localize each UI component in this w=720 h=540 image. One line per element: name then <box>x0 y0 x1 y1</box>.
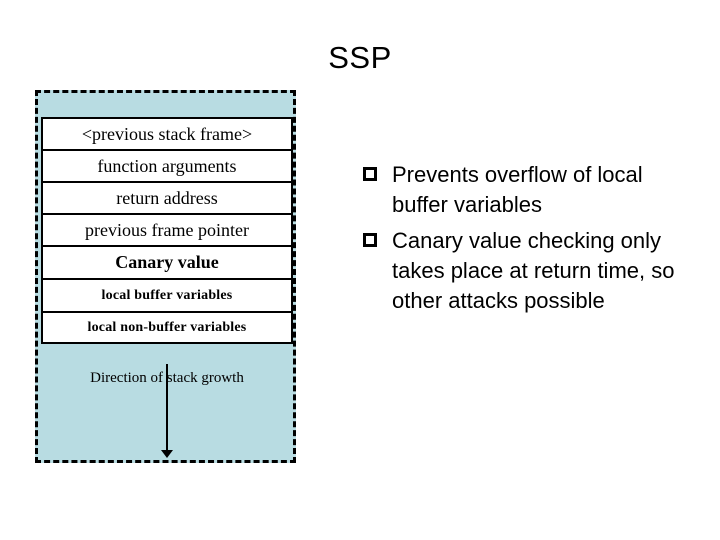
stack-row-label: return address <box>116 187 218 208</box>
stack-growth-area: Direction of stack growth <box>41 364 293 460</box>
list-item: Prevents overflow of local buffer variab… <box>362 160 692 220</box>
stack-row-label: Canary value <box>115 252 219 272</box>
down-arrow-icon <box>166 364 168 454</box>
hollow-square-bullet-icon <box>363 233 377 247</box>
list-item-label: Canary value checking only takes place a… <box>392 228 675 313</box>
page-title: SSP <box>328 40 392 75</box>
stack-row-label: previous frame pointer <box>85 219 249 240</box>
list-item-label: Prevents overflow of local buffer variab… <box>392 162 643 217</box>
down-arrow-head-icon <box>161 450 173 458</box>
stack-row: return address <box>41 181 293 213</box>
stack-row: previous frame pointer <box>41 213 293 245</box>
stack-row-local-non-buffer: local non-buffer variables <box>41 311 293 344</box>
stack-row-list: <previous stack frame> function argument… <box>41 117 293 344</box>
stack-row: function arguments <box>41 149 293 181</box>
stack-row-local-buffer: local buffer variables <box>41 278 293 311</box>
stack-row-label: function arguments <box>97 155 237 176</box>
stack-row-label: local buffer variables <box>101 287 233 303</box>
stack-row: <previous stack frame> <box>41 117 293 149</box>
stack-row-canary: Canary value <box>41 245 293 278</box>
hollow-square-bullet-icon <box>363 167 377 181</box>
stack-row-label: local non-buffer variables <box>87 319 247 335</box>
list-item: Canary value checking only takes place a… <box>362 226 692 316</box>
stack-frame-diagram: <previous stack frame> function argument… <box>35 90 296 463</box>
stack-growth-label: Direction of stack growth <box>90 370 244 386</box>
bullet-list: Prevents overflow of local buffer variab… <box>362 160 692 322</box>
stack-row-label: <previous stack frame> <box>81 123 253 144</box>
